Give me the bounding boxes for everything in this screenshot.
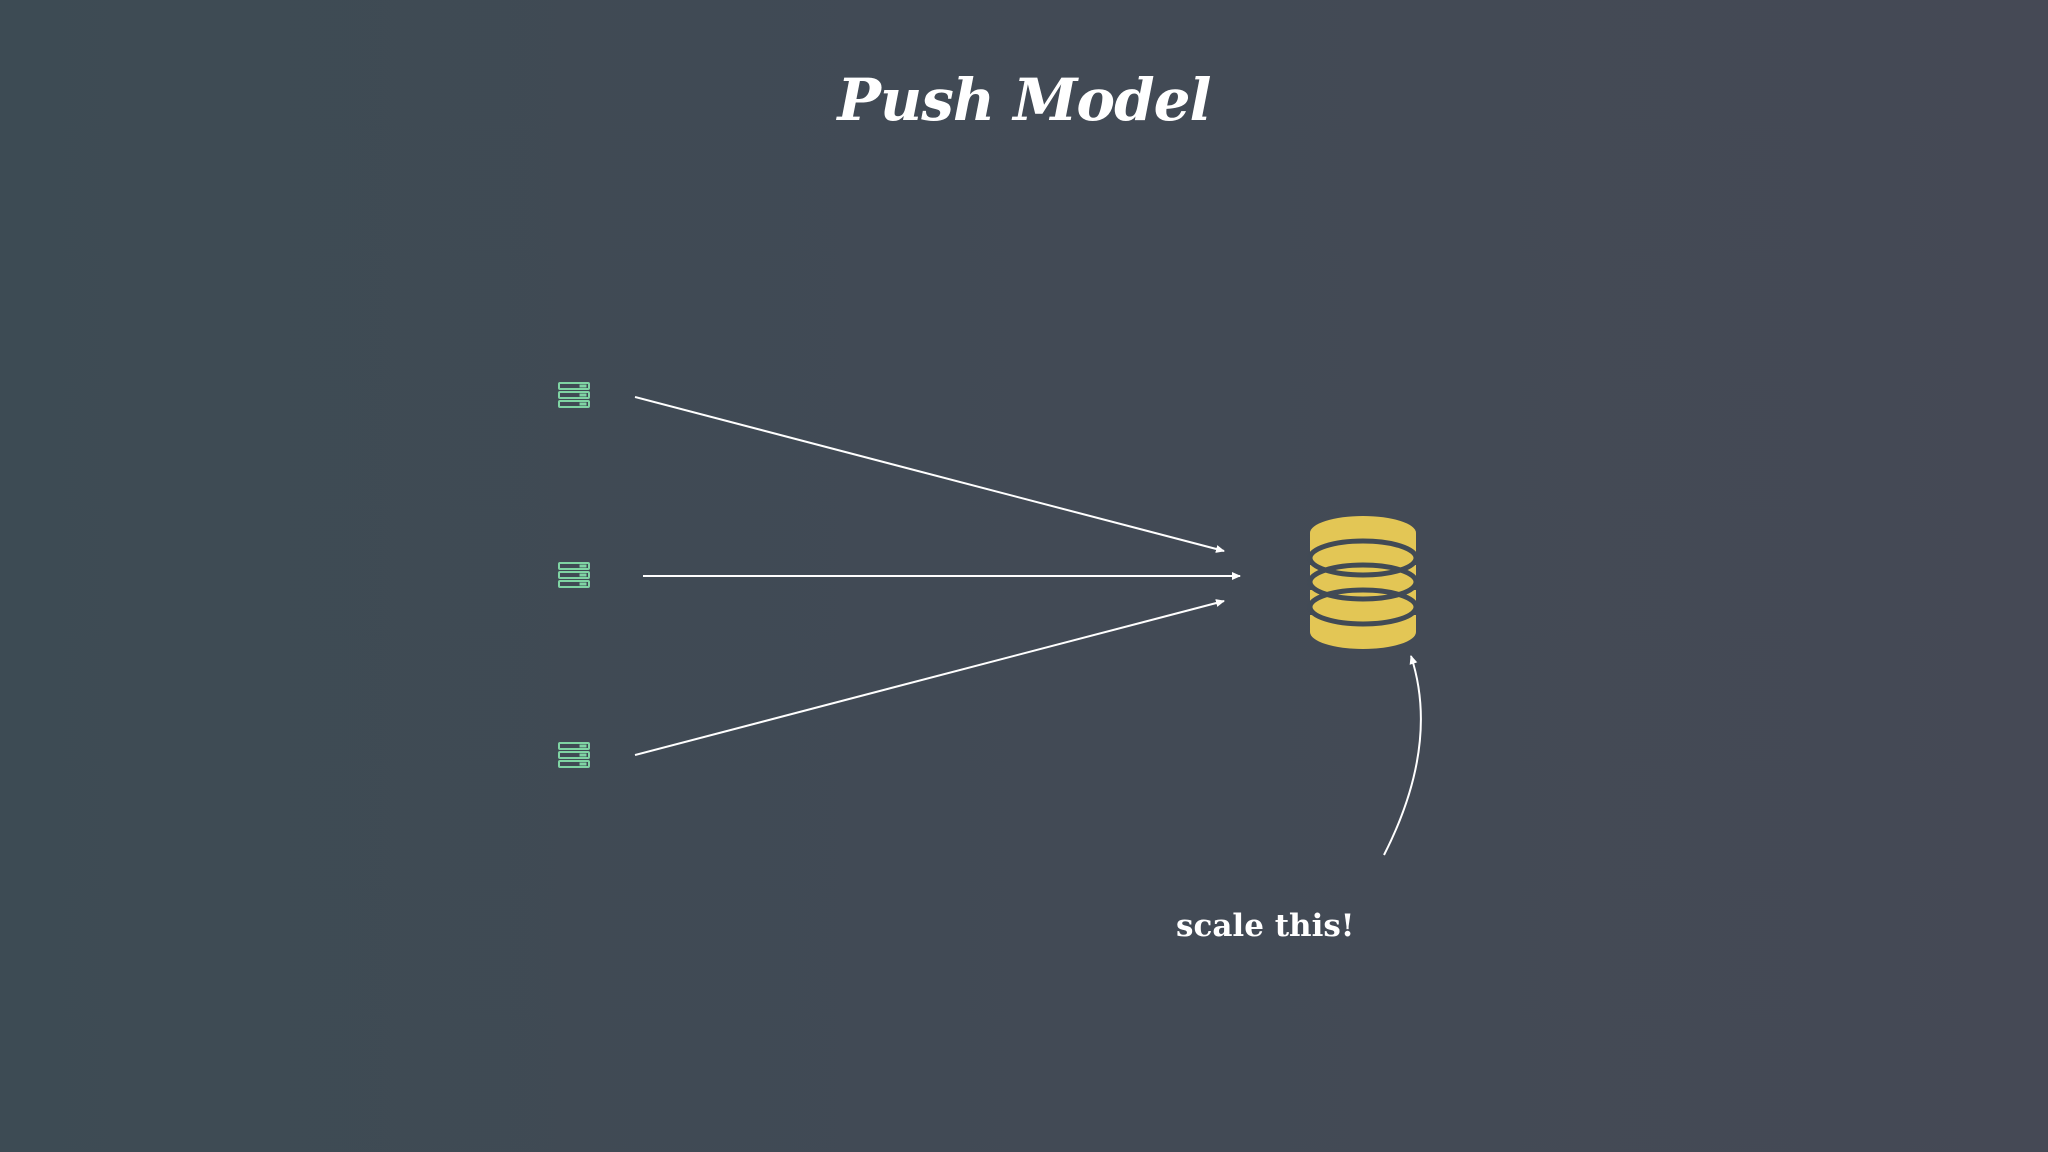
- push-arrow-bottom: [634, 599, 1225, 756]
- push-arrow-top: [634, 396, 1225, 553]
- scale-arrow: [1383, 655, 1422, 856]
- scale-caption: scale this!: [1176, 908, 1355, 944]
- database-disk-separator: [1307, 587, 1419, 627]
- slide-title: Push Model: [837, 66, 1211, 134]
- server-icon: [558, 382, 590, 408]
- database-disk-separator: [1307, 562, 1419, 602]
- server-icon: [558, 742, 590, 768]
- server-icon: [558, 562, 590, 588]
- database-icon: [1307, 516, 1419, 649]
- database-disk-separator: [1307, 538, 1419, 578]
